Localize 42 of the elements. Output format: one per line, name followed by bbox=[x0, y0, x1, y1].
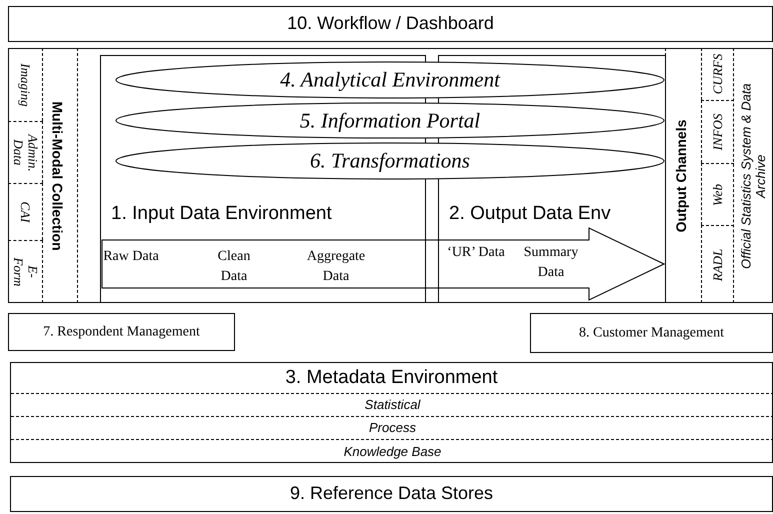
box-label: 7. Respondent Management bbox=[43, 324, 200, 340]
layer-title: 10. Workflow / Dashboard bbox=[287, 14, 494, 34]
archive-label: Official Statistics System & Data Archive bbox=[739, 82, 768, 270]
collection-panel bbox=[8, 48, 78, 303]
channel-cell bbox=[8, 121, 43, 183]
channel-label: RADL bbox=[710, 248, 726, 281]
data-stage-label: Raw Data bbox=[102, 248, 160, 266]
band-label: Process bbox=[369, 420, 416, 436]
ellipse-label: 5. Information Portal bbox=[300, 108, 480, 132]
management-box bbox=[8, 313, 235, 351]
channel-label: Admin. Data bbox=[10, 134, 40, 172]
management-box bbox=[530, 313, 773, 353]
panel-title: Output Channels bbox=[674, 119, 690, 232]
channel-label: Web bbox=[710, 184, 726, 206]
band-label: Statistical bbox=[364, 398, 420, 412]
channel-label: CURFS bbox=[710, 54, 726, 94]
metadata-title: 3. Metadata Environment bbox=[285, 368, 498, 389]
layer-box bbox=[8, 6, 773, 42]
channel-cell bbox=[8, 183, 43, 240]
data-stage-label: Clean Data bbox=[216, 248, 252, 286]
ellipse-label: 4. Analytical Environment bbox=[280, 68, 500, 92]
panel-title: Multi-Modal Collection bbox=[49, 100, 64, 250]
channel-cell bbox=[701, 163, 734, 225]
layer-title: 9. Reference Data Stores bbox=[290, 484, 494, 504]
channel-cell bbox=[701, 100, 734, 163]
channel-label: Imaging bbox=[18, 62, 32, 106]
channel-label: INFOS bbox=[710, 114, 726, 150]
band-label: Knowledge Base bbox=[344, 444, 442, 460]
data-stage-label: Summary Data bbox=[522, 244, 580, 282]
layer-box bbox=[10, 476, 773, 512]
channel-label: CAI bbox=[18, 202, 32, 222]
box-label: 8. Customer Management bbox=[578, 325, 724, 341]
environment-title: 1. Input Data Environment bbox=[111, 204, 332, 225]
data-stage-label: ‘UR’ Data bbox=[446, 244, 506, 262]
environment-title: 2. Output Data Env bbox=[449, 204, 611, 225]
ellipse-label: 6. Transformations bbox=[310, 149, 470, 173]
channel-cell bbox=[8, 240, 43, 303]
data-stage-label: Aggregate Data bbox=[306, 248, 366, 286]
channel-cell bbox=[701, 225, 734, 303]
channel-label: E-Form bbox=[10, 256, 40, 288]
output-channels-panel bbox=[665, 48, 733, 303]
metadata-box bbox=[10, 362, 773, 463]
